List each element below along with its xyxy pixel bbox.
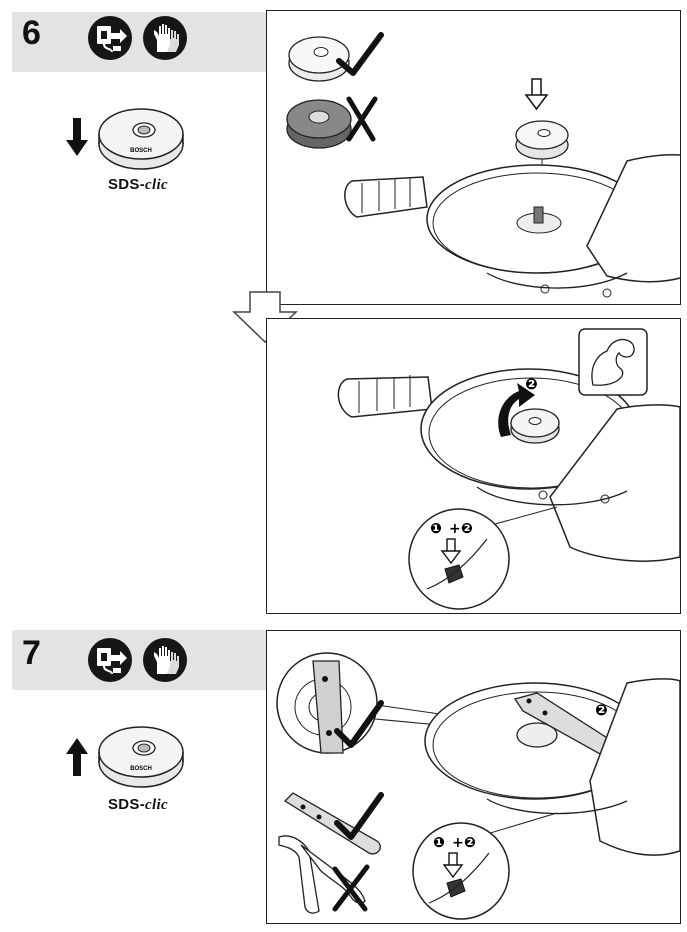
step-label-two: ❷ <box>595 701 608 719</box>
pliers-icon <box>278 835 366 914</box>
sds-clic-nut: BOSCH <box>96 100 186 172</box>
step-7-band <box>12 630 268 690</box>
cross-icon <box>346 96 378 142</box>
check-icon <box>336 32 384 76</box>
step-label-one: ❶ <box>433 835 445 851</box>
sds-clic-caption: SDS-clic <box>108 796 168 814</box>
nut-brand-text: BOSCH <box>130 148 152 154</box>
caption-suffix: clic <box>145 797 168 813</box>
step-label-plus: + <box>452 835 464 851</box>
step-label-two: ❷ <box>525 375 538 393</box>
sds-clic-nut: BOSCH <box>96 718 186 790</box>
wrong-nut <box>286 99 352 149</box>
caption-prefix: SDS- <box>108 796 146 813</box>
muscle-arm-icon <box>578 328 648 396</box>
step-7-panel-loosen: ❷ ❶ + ❷ <box>266 630 681 924</box>
step-6-panel-tighten: ❷ ❶ + ❷ <box>266 318 681 614</box>
step-7-number: 7 <box>22 634 41 672</box>
step-6-panel-mount <box>266 10 681 305</box>
gloves-icon <box>143 16 187 60</box>
unplug-icon <box>88 638 132 682</box>
step-6-number: 6 <box>22 14 41 52</box>
check-icon <box>334 700 384 748</box>
step-label-two-inset: ❷ <box>461 521 473 537</box>
unplug-icon <box>88 16 132 60</box>
step-label-two-inset: ❷ <box>464 835 476 851</box>
caption-suffix: clic <box>145 177 168 193</box>
step-label-one: ❶ <box>430 521 442 537</box>
sds-clic-caption: SDS-clic <box>108 176 168 194</box>
gloves-icon <box>143 638 187 682</box>
correct-nut <box>288 36 350 82</box>
arrow-up-icon <box>66 738 88 776</box>
check-icon <box>334 792 384 840</box>
arrow-down-icon <box>524 78 549 111</box>
nut-brand-text: BOSCH <box>130 766 152 772</box>
arrow-down-icon <box>66 118 88 156</box>
step-6-band <box>12 12 268 72</box>
caption-prefix: SDS- <box>108 176 146 193</box>
rotate-arrow-icon <box>498 383 535 437</box>
step-label-plus: + <box>449 521 461 537</box>
cross-icon <box>332 864 370 912</box>
